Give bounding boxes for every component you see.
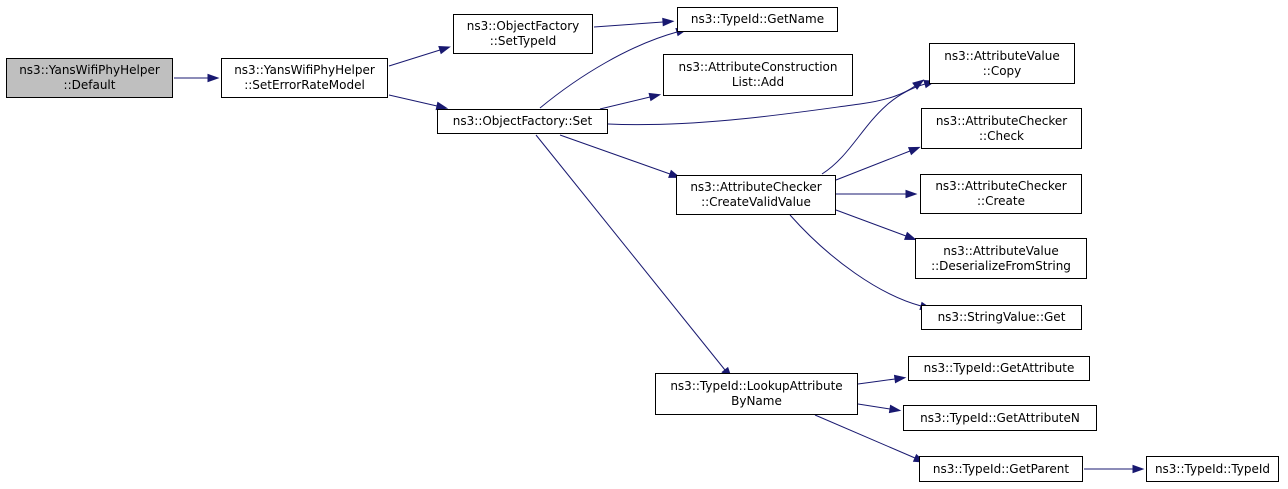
node-label-line: ns3::TypeId::GetAttribute (923, 361, 1075, 375)
edge-n3-n6 (607, 79, 925, 126)
edge-n3-n8 (535, 134, 733, 379)
node-attributeconstructionlist-add[interactable]: ns3::AttributeConstruction List::Add (663, 54, 853, 96)
edge-line (593, 21, 664, 28)
edge-line (599, 96, 651, 110)
node-label-line: ns3::StringValue::Get (937, 310, 1066, 324)
node-objectfactory-set[interactable]: ns3::ObjectFactory::Set (437, 109, 608, 134)
node-label-line: ::Copy (982, 63, 1022, 78)
edge-line (559, 134, 671, 175)
edge-n8-n14 (857, 403, 902, 414)
edge-line (535, 134, 726, 371)
node-label-line: ns3::TypeId::GetAttributeN (920, 410, 1080, 425)
node-typeid-getattribute[interactable]: ns3::TypeId::GetAttribute (908, 356, 1090, 381)
edge-line (857, 378, 896, 385)
edge-line (835, 150, 911, 181)
node-attributechecker-create[interactable]: ns3::AttributeChecker ::Create (920, 174, 1082, 214)
edge-n8-n13 (857, 374, 907, 385)
node-typeid-getparent[interactable]: ns3::TypeId::GetParent (919, 456, 1083, 482)
edge-line (857, 403, 891, 410)
edge-n3-n5 (599, 92, 662, 110)
arrowhead-icon (438, 46, 451, 55)
node-label-line: ns3::TypeId::TypeId (1154, 461, 1271, 476)
arrowhead-icon (904, 231, 917, 240)
edge-line (388, 94, 438, 107)
node-yanswifiphyhelper-default: ns3::YansWifiPhyHelper ::Default (6, 58, 173, 98)
arrowhead-icon (893, 374, 907, 384)
node-stringvalue-get[interactable]: ns3::StringValue::Get (921, 305, 1082, 330)
arrowhead-icon (888, 404, 902, 414)
node-label-line: ns3::ObjectFactory (466, 19, 580, 33)
edge-line (607, 85, 916, 126)
node-label-line: ::DeserializeFromString (931, 258, 1071, 273)
edge-n7-n9 (835, 146, 921, 181)
node-label-line: ns3::AttributeChecker (935, 113, 1068, 128)
node-label-line: ns3::TypeId::GetParent (932, 461, 1070, 476)
edge-n1-n3 (388, 94, 449, 111)
edge-n2-n4 (593, 17, 675, 28)
node-label-line: ::Check (979, 128, 1024, 143)
node-typeid-lookupattributebyname[interactable]: ns3::TypeId::LookupAttribute ByName (655, 373, 858, 415)
node-typeid-getname[interactable]: ns3::TypeId::GetName (677, 7, 838, 32)
arrowhead-icon (207, 73, 220, 83)
node-typeid-getattributen[interactable]: ns3::TypeId::GetAttributeN (903, 405, 1097, 431)
node-label-line: ::CreateValidValue (701, 195, 811, 209)
node-label-line: ns3::TypeId::GetName (690, 12, 825, 26)
node-label-line: ByName (731, 394, 782, 408)
edge-n3-n7 (559, 134, 681, 178)
node-label-line: ns3::ObjectFactory::Set (452, 114, 593, 128)
node-label-line: List::Add (731, 75, 785, 89)
edge-n1-n2 (388, 46, 451, 67)
edge-n7-n11 (835, 209, 917, 240)
edge-line (835, 209, 907, 237)
node-attributevalue-deserializefromstring[interactable]: ns3::AttributeValue ::DeserializeFromStr… (915, 238, 1087, 279)
node-attributechecker-check[interactable]: ns3::AttributeChecker ::Check (921, 108, 1082, 149)
node-label-line: ns3::AttributeChecker (935, 179, 1067, 193)
edge-line (814, 414, 916, 459)
node-typeid-typeid[interactable]: ns3::TypeId::TypeId (1146, 456, 1279, 482)
arrowhead-icon (435, 101, 449, 111)
node-label-line: ::SetTypeId (489, 34, 557, 48)
node-label-line: ns3::TypeId::LookupAttribute (670, 379, 843, 393)
arrowhead-icon (1132, 464, 1145, 474)
node-yanswifiphyhelper-seterrorratemodel[interactable]: ns3::YansWifiPhyHelper ::SetErrorRateMod… (221, 58, 388, 98)
edge-n7-n12 (789, 214, 933, 311)
edge-n7-n10 (836, 189, 918, 199)
node-label-line: ns3::YansWifiPhyHelper (234, 63, 375, 77)
edge-line (388, 49, 441, 67)
arrowhead-icon (907, 146, 921, 156)
node-label-line: ns3::AttributeConstruction (678, 60, 838, 74)
edge-n15-n16 (1084, 464, 1145, 474)
node-label-line: ns3::AttributeChecker (690, 180, 822, 194)
node-label-line: ns3::YansWifiPhyHelper (19, 63, 160, 77)
node-attributechecker-createvalidvalue[interactable]: ns3::AttributeChecker ::CreateValidValue (676, 175, 836, 215)
node-label-line: ::Default (63, 78, 116, 92)
edge-n0-n1 (174, 73, 220, 83)
arrowhead-icon (912, 79, 925, 90)
arrowhead-icon (905, 189, 918, 199)
edge-line (821, 83, 926, 175)
node-label-line: ns3::AttributeValue (944, 48, 1060, 63)
node-label-line: ::Create (977, 194, 1025, 208)
node-objectfactory-settypeid[interactable]: ns3::ObjectFactory ::SetTypeId (453, 14, 593, 54)
node-label-line: ::SetErrorRateModel (244, 78, 365, 92)
node-attributevalue-copy[interactable]: ns3::AttributeValue ::Copy (929, 43, 1075, 84)
arrowhead-icon (662, 17, 675, 27)
edge-line (789, 214, 922, 307)
edge-line (539, 31, 678, 109)
node-label-line: ns3::AttributeValue (943, 243, 1059, 258)
arrowhead-icon (648, 92, 662, 102)
